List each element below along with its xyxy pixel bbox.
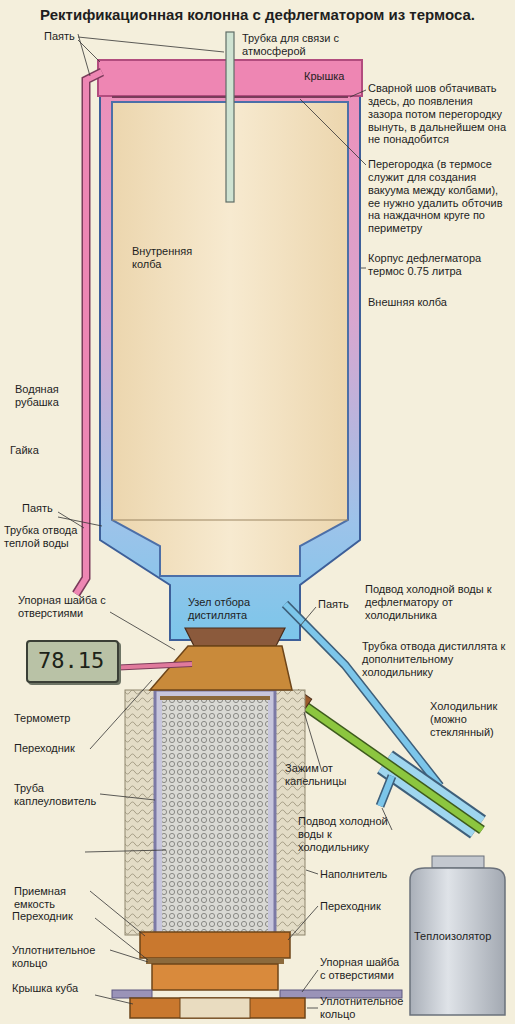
callout-label: Подвод холодной воды к холодильнику	[298, 815, 390, 854]
display-reading: 78.15	[38, 648, 107, 673]
callout-label: Паять	[44, 30, 80, 43]
callout-label: Теплоизолятор	[414, 930, 500, 943]
callout-label: Уплотнительное кольцо	[12, 944, 110, 970]
callout-label: Перегородка (в термосе служит для создан…	[368, 158, 510, 235]
callout-label: Труба каплеуловитель	[14, 782, 100, 808]
callout-label: Трубка отвода теплой воды	[4, 524, 82, 550]
diagram-title: Ректификационная колонна с дефлегматором…	[0, 6, 515, 23]
callout-label: Паять	[22, 502, 62, 515]
callout-label: Трубка отвода дистиллята к дополнительно…	[362, 640, 510, 679]
callout-label: Наполнитель	[320, 868, 410, 881]
callout-label: Упорная шайба с отверстиями	[320, 956, 400, 982]
callout-label: Крышка	[304, 70, 364, 83]
callout-label: Переходник	[12, 910, 104, 923]
callout-label: Сварной шов обтачивать здесь, до появлен…	[368, 82, 508, 146]
callout-label: Паять	[318, 598, 358, 611]
callout-label: Переходник	[320, 900, 400, 913]
callout-label: Термометр	[14, 712, 94, 725]
callout-label: Зажим от капельницы	[285, 762, 360, 788]
callout-label: Внешняя колба	[368, 296, 478, 309]
callout-label: Переходник	[14, 742, 94, 755]
callout-label: Холодильник (можно стеклянный)	[430, 700, 512, 739]
callout-label: Гайка	[10, 444, 130, 457]
callout-label: Подвод холодной воды к дефлегматору от х…	[365, 583, 510, 622]
callout-label: Водяная рубашка	[15, 383, 79, 409]
callout-label: Упорная шайба с отверстиями	[18, 594, 113, 620]
callout-label: Внутренняя колба	[132, 245, 222, 271]
callout-label: Крышка куба	[12, 982, 104, 995]
callout-label: Приемная емкость	[14, 885, 94, 911]
callout-label: Узел отбора дистиллята	[188, 596, 280, 622]
callout-label: Трубка для связи с атмосферой	[242, 32, 362, 58]
callout-label: Корпус дефлегматора термос 0.75 литра	[368, 252, 510, 278]
callout-label: Уплотнительное кольцо	[320, 995, 380, 1021]
thermometer-display: 78.15	[26, 640, 119, 683]
